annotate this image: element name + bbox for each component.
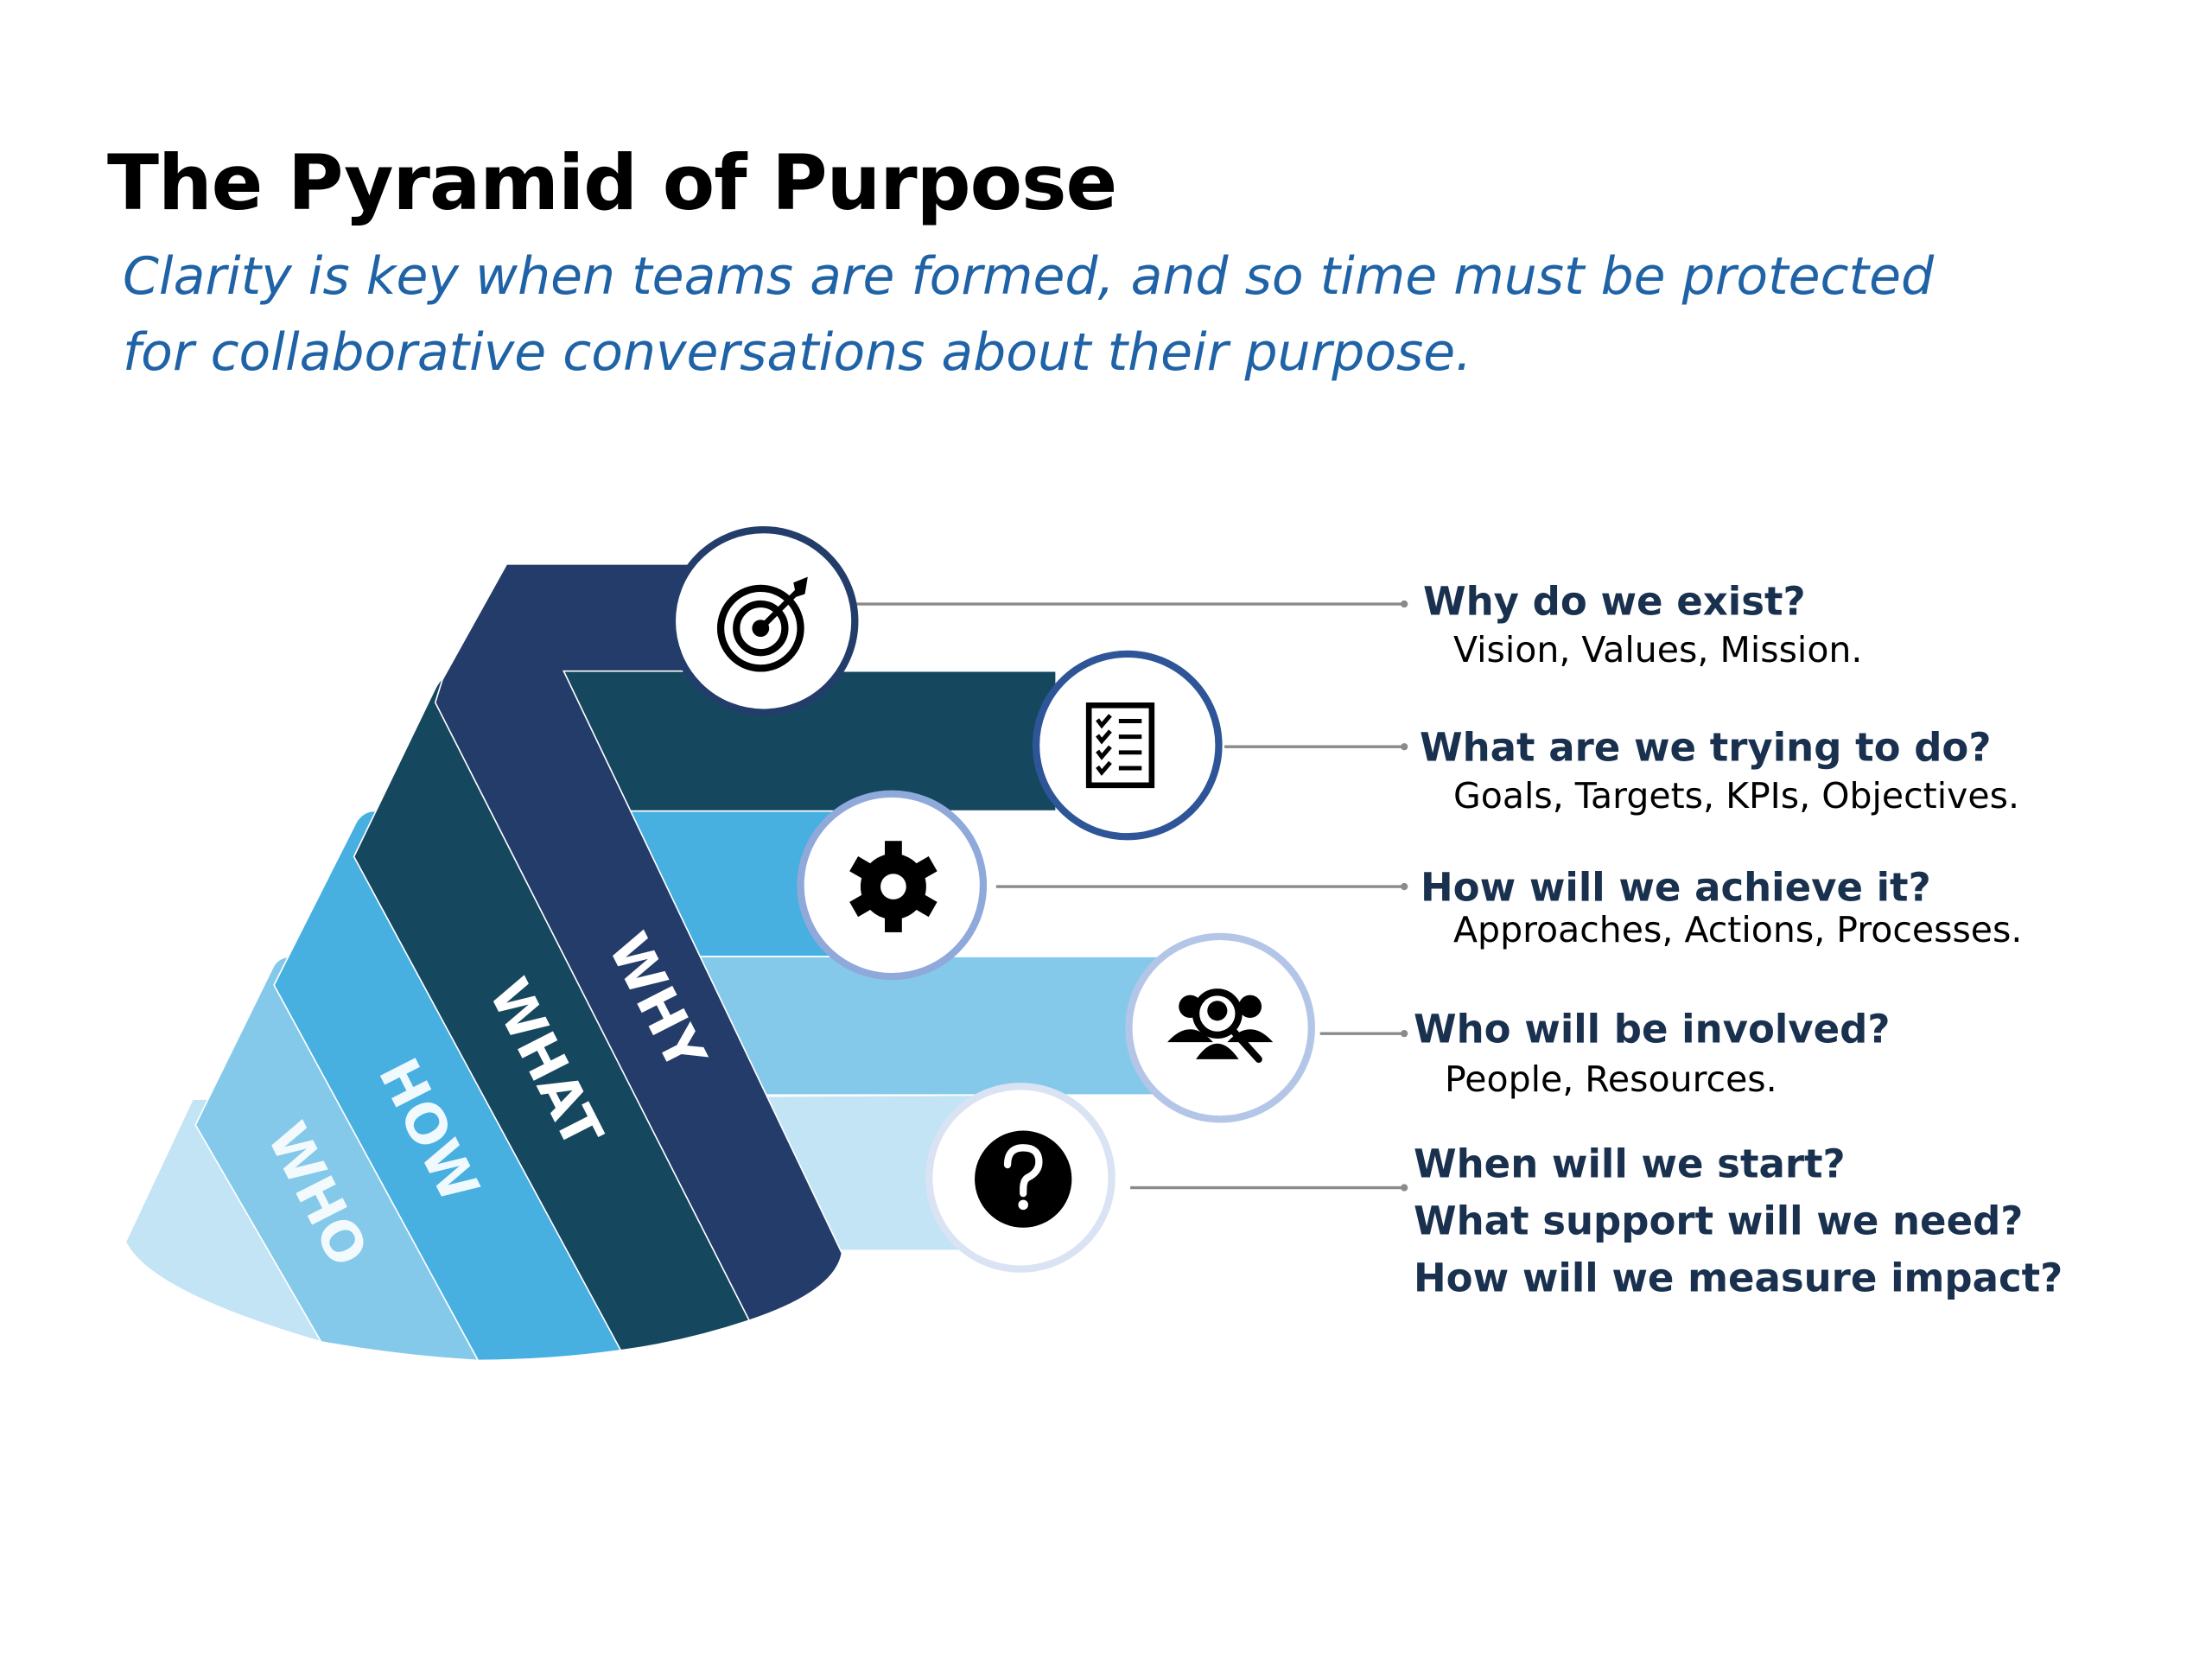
answer-why: Vision, Values, Mission. xyxy=(1453,629,1863,671)
checklist-icon xyxy=(1032,650,1223,841)
answer-what: Goals, Targets, KPIs, Objectives. xyxy=(1453,775,2019,817)
band-why xyxy=(434,563,843,1322)
question-icon xyxy=(925,1083,1116,1273)
question-impact: How will we measure impact? xyxy=(1414,1255,2063,1301)
page-title: The Pyramid of Purpose xyxy=(107,138,1117,227)
question-who: Who will be involved? xyxy=(1414,1006,1891,1052)
question-support: What support will we need? xyxy=(1414,1198,2024,1244)
subtitle-line-1: Clarity is key when teams are formed, an… xyxy=(123,246,1935,307)
gear-icon xyxy=(797,790,988,981)
answer-who: People, Resources. xyxy=(1445,1058,1777,1100)
question-how: How will we achieve it? xyxy=(1421,864,1931,911)
target-icon xyxy=(668,526,859,716)
connector-lines xyxy=(855,600,1408,1192)
subtitle-line-2: for collaborative conversations about th… xyxy=(123,322,1472,383)
answer-how: Approaches, Actions, Processes. xyxy=(1453,909,2023,950)
question-why: Why do we exist? xyxy=(1423,578,1806,625)
people-search-icon xyxy=(1125,932,1315,1123)
question-when-start: When will we start? xyxy=(1414,1141,1846,1187)
question-what: What are we trying to do? xyxy=(1420,724,1992,771)
